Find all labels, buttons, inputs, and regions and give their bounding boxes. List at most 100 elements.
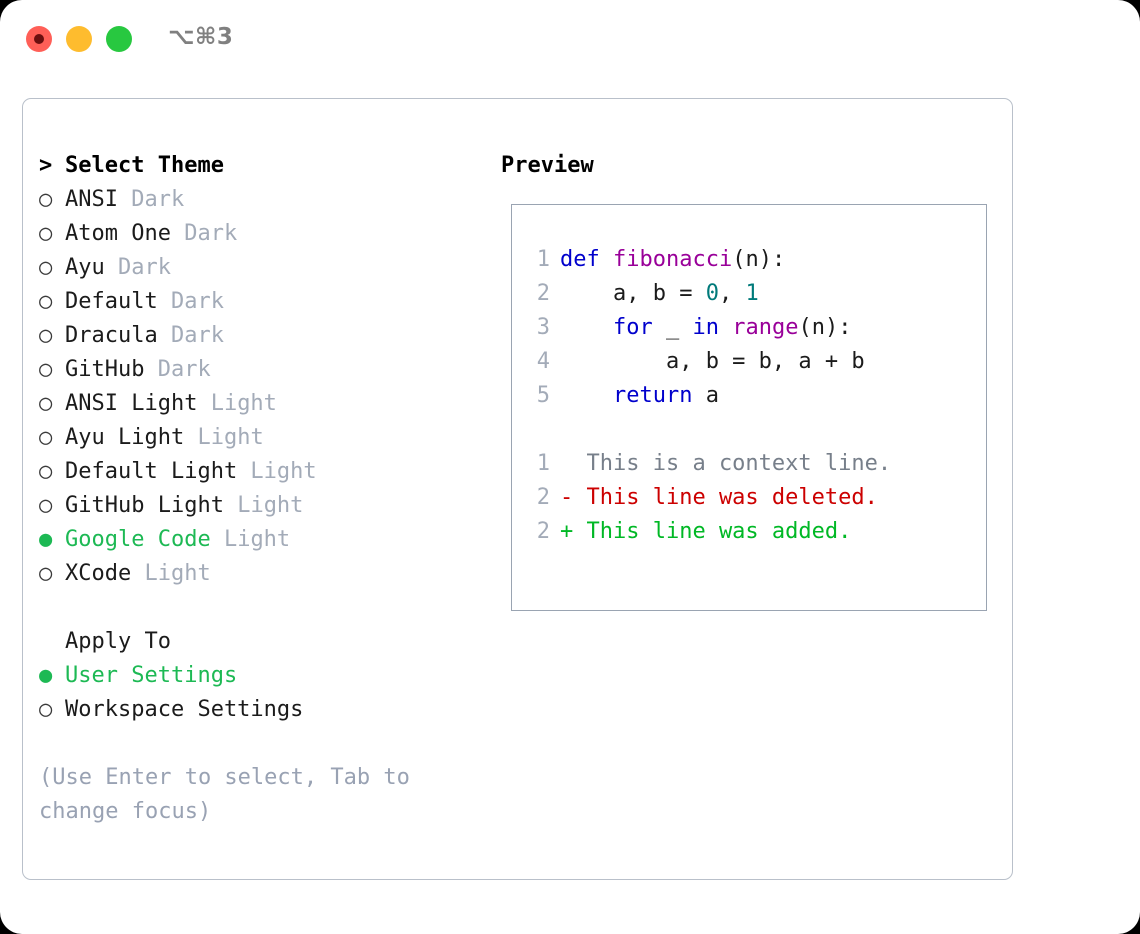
theme-list-item[interactable]: ○Ayu Dark <box>39 251 489 285</box>
theme-variant-badge: Light <box>223 493 304 518</box>
radio-selected-icon: ● <box>39 527 53 552</box>
theme-variant-badge: Light <box>131 561 211 586</box>
line-number: 2 <box>536 281 550 306</box>
title-bar: ⌥⌘3 <box>0 0 1140 80</box>
apply-to-label: User Settings <box>65 663 238 688</box>
theme-list-item[interactable]: ○ Default Dark <box>39 285 489 319</box>
theme-list-item[interactable]: ○GitHub Light Light <box>39 489 489 523</box>
line-number: 5 <box>536 383 550 408</box>
radio-unselected-icon: ○ <box>39 255 53 280</box>
diff-lines: 1 This is a context line. 2- This line wa… <box>524 447 980 549</box>
maximize-button[interactable] <box>106 26 132 52</box>
theme-variant-badge: Light <box>184 425 264 450</box>
theme-variant-badge: Dark <box>157 323 224 348</box>
radio-unselected-icon: ○ <box>39 289 53 314</box>
radio-unselected-icon: ○ <box>39 357 53 382</box>
radio-unselected-icon: ○ <box>39 391 53 416</box>
theme-list: ○ANSI Dark○Atom One Dark○Ayu Dark○Defaul… <box>39 183 489 591</box>
theme-list-item[interactable]: ○ANSI Dark <box>39 183 489 217</box>
diff-line-text: This is a context line. <box>560 451 892 476</box>
theme-list-item[interactable]: ○Ayu Light Light <box>39 421 489 455</box>
code-token: a, b = <box>560 281 706 306</box>
code-token: fibonacci <box>612 247 733 272</box>
theme-variant-badge: Light <box>237 459 317 484</box>
radio-unselected-icon: ○ <box>39 187 53 212</box>
code-line: 1 def fibonacci(n): <box>524 243 980 277</box>
code-token: a <box>692 383 719 408</box>
theme-picker-heading: > Select Theme <box>39 149 489 183</box>
theme-name: Google Code <box>65 527 211 552</box>
apply-to-list: ● User Settings ○ Workspace Settings <box>39 659 489 727</box>
theme-name: ANSI Light <box>65 391 198 416</box>
theme-name: Default Light <box>65 459 238 484</box>
line-number: 4 <box>536 349 550 374</box>
apply-to-heading: Apply To <box>39 625 489 659</box>
code-token <box>560 383 613 408</box>
code-line: 2 a, b = 0, 1 <box>524 277 980 311</box>
code-token: def <box>560 247 613 272</box>
code-token: (n): <box>732 247 786 272</box>
theme-list-item[interactable]: ○Default Light Light <box>39 455 489 489</box>
diff-line-text: + This line was added. <box>560 519 852 544</box>
radio-selected-icon: ● <box>39 663 53 688</box>
code-token: return <box>612 383 693 408</box>
code-line: 3 for _ in range(n): <box>524 311 980 345</box>
apply-to-item[interactable]: ● User Settings <box>39 659 489 693</box>
minimize-button[interactable] <box>66 26 92 52</box>
code-token: 0 <box>705 281 719 306</box>
radio-unselected-icon: ○ <box>39 493 53 518</box>
line-number: 2 <box>536 485 550 510</box>
code-token: , <box>718 281 746 306</box>
apply-to-label: Workspace Settings <box>65 697 304 722</box>
theme-name: Dracula <box>65 323 158 348</box>
theme-variant-badge: Dark <box>170 221 238 246</box>
theme-variant-badge: Dark <box>144 357 211 382</box>
keyboard-hint: (Use Enter to select, Tab to change focu… <box>39 765 410 824</box>
line-number: 2 <box>536 519 550 544</box>
preview-title: Preview <box>501 153 594 178</box>
theme-name: Atom One <box>65 221 171 246</box>
radio-unselected-icon: ○ <box>39 221 53 246</box>
radio-unselected-icon: ○ <box>39 323 53 348</box>
theme-list-item[interactable]: ○ GitHub Dark <box>39 353 489 387</box>
theme-name: ANSI <box>65 187 118 212</box>
theme-list-item[interactable]: ● Google Code Light <box>39 523 489 557</box>
radio-unselected-icon: ○ <box>39 561 53 586</box>
diff-line: 2- This line was deleted. <box>524 481 980 515</box>
code-line: 4 a, b = b, a + b <box>524 345 980 379</box>
code-token: in <box>692 315 719 340</box>
theme-name: Default <box>65 289 158 314</box>
code-token: _ <box>652 315 693 340</box>
theme-picker-heading-label: Select Theme <box>65 153 224 178</box>
caret-icon: > <box>39 153 53 178</box>
code-token <box>560 315 613 340</box>
theme-variant-badge: Light <box>210 527 291 552</box>
theme-list-item[interactable]: ○ ANSI Light Light <box>39 387 489 421</box>
theme-list-item[interactable]: ○ Atom One Dark <box>39 217 489 251</box>
diff-line: 2 + This line was added. <box>524 515 980 549</box>
theme-list-item[interactable]: ○ Dracula Dark <box>39 319 489 353</box>
line-number: 1 <box>536 451 550 476</box>
main-panel: >Select Theme ○ANSI Dark○Atom One Dark○A… <box>22 98 1013 880</box>
theme-variant-badge: Dark <box>157 289 224 314</box>
theme-name: XCode <box>65 561 132 586</box>
theme-name: GitHub <box>65 357 145 382</box>
code-token: range <box>732 315 799 340</box>
section-spacer <box>39 591 489 625</box>
code-token <box>719 315 732 340</box>
code-token: a, b = b, a + b <box>560 349 865 374</box>
theme-variant-badge: Dark <box>104 255 171 280</box>
theme-variant-badge: Light <box>197 391 277 416</box>
code-token: (n): <box>798 315 852 340</box>
apply-to-item[interactable]: ○ Workspace Settings <box>39 693 489 727</box>
code-diff-gap <box>524 413 980 447</box>
radio-unselected-icon: ○ <box>39 697 53 722</box>
theme-picker: >Select Theme ○ANSI Dark○Atom One Dark○A… <box>39 149 489 727</box>
line-number: 1 <box>536 247 550 272</box>
theme-list-item[interactable]: ○ XCode Light <box>39 557 489 591</box>
line-number: 3 <box>536 315 550 340</box>
apply-to-heading-label: Apply To <box>65 629 171 654</box>
